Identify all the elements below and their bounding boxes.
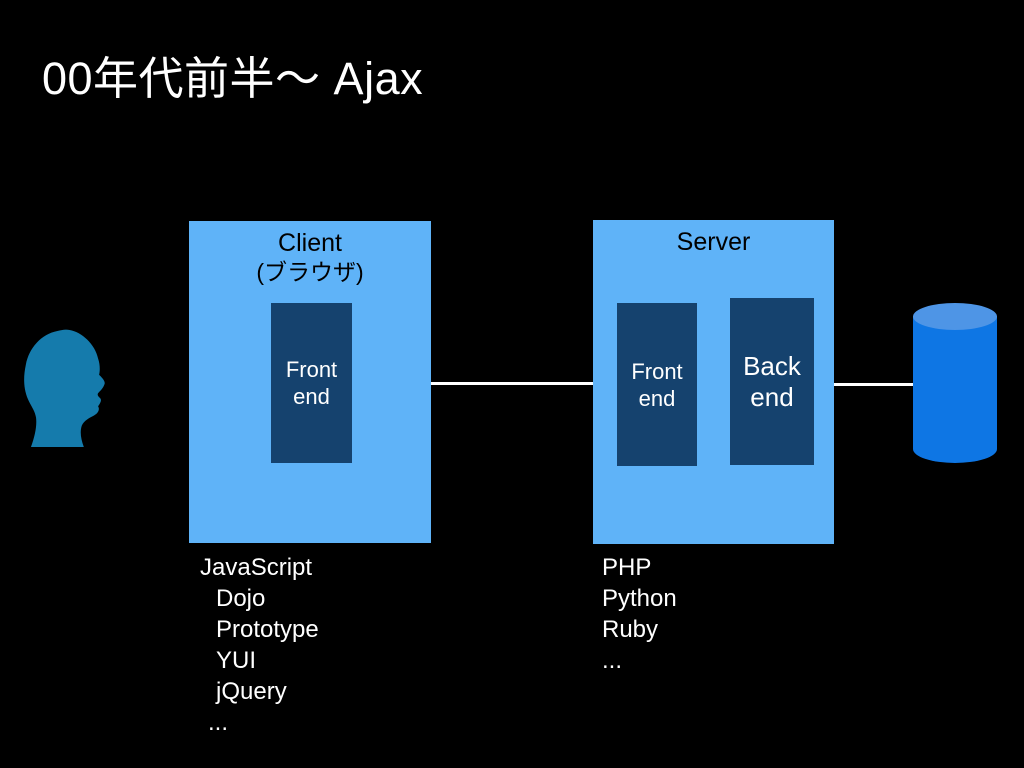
tech-list-item: jQuery [216, 678, 287, 705]
database-body [913, 316, 997, 463]
server-tech-list: PHP Python Ruby ... [602, 552, 677, 676]
server-frontend-box: Front end [617, 303, 697, 466]
server-backend-label: Back end [743, 350, 801, 412]
tech-list-item: Prototype [216, 616, 319, 643]
client-frontend-box: Front end [271, 303, 352, 463]
database-cylinder-icon [913, 303, 997, 463]
client-box: Client (ブラウザ) Front end [189, 221, 431, 543]
client-title: Client [278, 229, 342, 257]
server-backend-box: Back end [730, 298, 814, 465]
client-box-header: Client (ブラウザ) [189, 229, 431, 287]
tech-list-item: Dojo [216, 585, 266, 612]
tech-list-item: JavaScript [200, 554, 313, 581]
tech-list-item: PHP [602, 554, 652, 581]
tech-list-item: ... [208, 709, 229, 736]
tech-list-item: ... [602, 647, 623, 674]
tech-list-item: Python [602, 585, 677, 612]
connector-client-server [431, 382, 593, 385]
client-tech-list: JavaScript Dojo Prototype YUI jQuery ... [200, 552, 319, 738]
tech-list-item: YUI [216, 647, 257, 674]
database-top-ellipse [913, 303, 997, 330]
slide-title: 00年代前半～ Ajax [42, 53, 424, 104]
server-title: Server [676, 228, 751, 256]
client-frontend-label: Front end [285, 357, 338, 409]
user-silhouette-icon [20, 328, 108, 447]
client-subtitle: (ブラウザ) [256, 259, 364, 285]
tech-list-item: Ruby [602, 616, 659, 643]
server-frontend-label: Front end [631, 358, 683, 411]
server-box: Server Front end Back end [593, 220, 834, 544]
server-box-header: Server [593, 228, 834, 257]
connector-server-database [834, 383, 915, 386]
